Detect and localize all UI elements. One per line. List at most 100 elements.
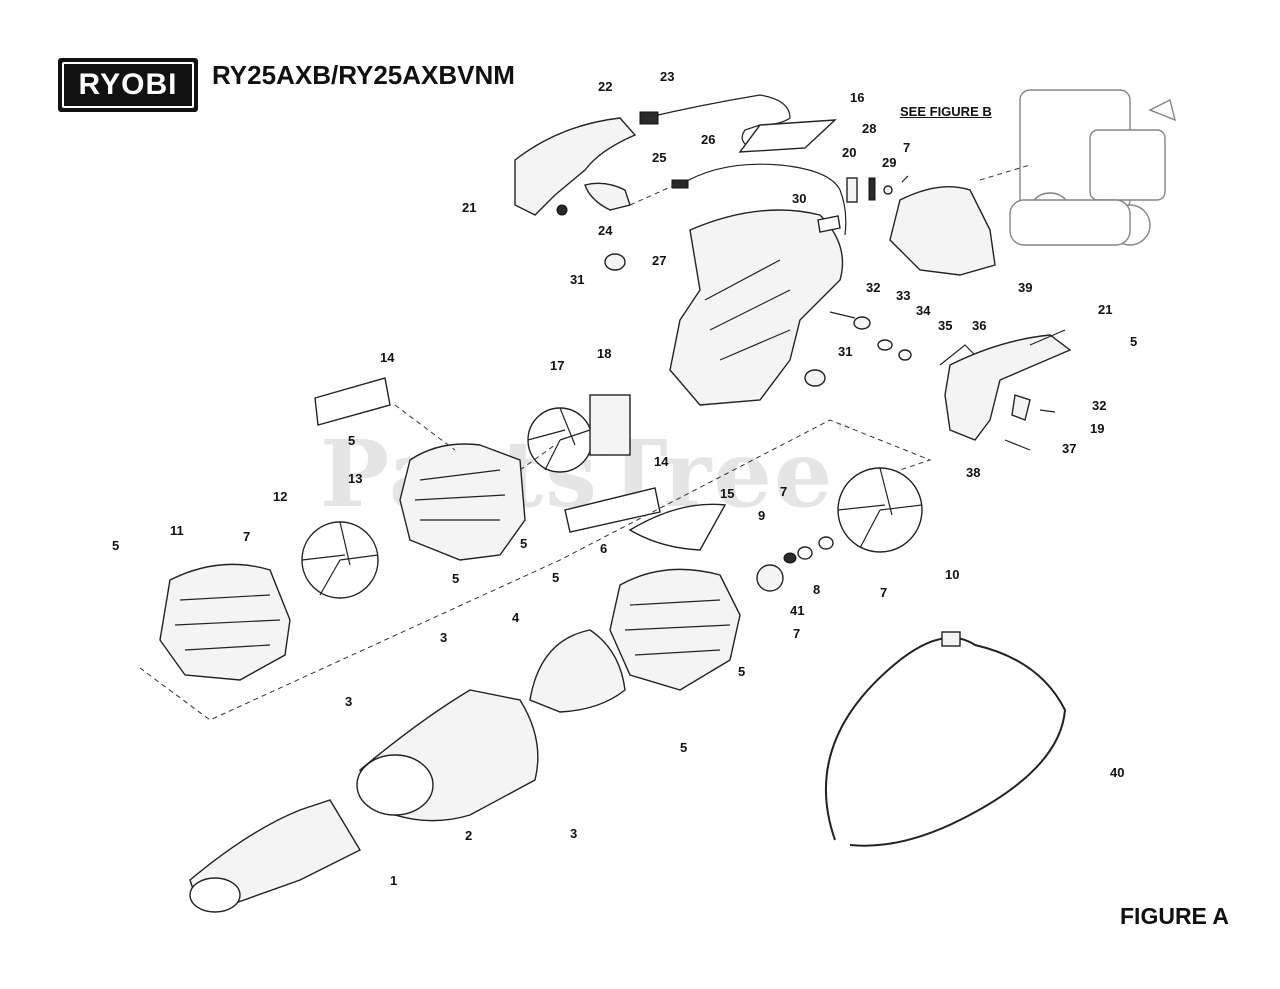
- part-number-label: 32: [1092, 398, 1106, 413]
- part-number-label: 7: [780, 484, 787, 499]
- nozzle-cone-4: [529, 629, 626, 713]
- choke-cable: [679, 163, 847, 236]
- washer-8a: [797, 546, 813, 560]
- part-number-label: 7: [903, 140, 910, 155]
- nut-29: [883, 185, 893, 195]
- part-number-label: 35: [938, 318, 952, 333]
- grommet-31a: [604, 253, 626, 271]
- housing-ribs: [704, 259, 791, 361]
- nut-9: [783, 552, 797, 564]
- part-number-label: 38: [966, 465, 980, 480]
- part-number-label: 34: [916, 303, 931, 318]
- leader-dash-2: [394, 404, 556, 471]
- part-number-label: 7: [793, 626, 800, 641]
- part-number-label: 39: [1018, 280, 1032, 295]
- part-number-label: 5: [552, 570, 559, 585]
- nozzle-opening: [189, 877, 241, 913]
- tube-opening: [356, 754, 434, 816]
- part-number-label: 15: [720, 486, 734, 501]
- part-number-label: 3: [440, 630, 447, 645]
- engine-outline: [1009, 89, 1177, 246]
- spring: [556, 204, 568, 216]
- part-number-label: 6: [600, 541, 607, 556]
- part-number-label: 2: [465, 828, 472, 843]
- throttle-trigger: [584, 182, 631, 211]
- part-number-label: 28: [862, 121, 876, 136]
- lever-37: [1011, 394, 1031, 421]
- spark-plug-28: [868, 177, 876, 201]
- strap-buckle: [941, 631, 961, 647]
- part-number-label: 32: [866, 280, 880, 295]
- part-number-label: 7: [880, 585, 887, 600]
- part-number-label: 33: [896, 288, 910, 303]
- part-number-label: 5: [452, 571, 459, 586]
- oring-35: [898, 349, 912, 361]
- part-number-label: 5: [112, 538, 119, 553]
- label-30: [817, 215, 841, 233]
- stop-switch: [639, 111, 659, 125]
- part-number-label: 24: [598, 223, 613, 238]
- leader-dash: [629, 184, 676, 206]
- part-number-label: 21: [1098, 302, 1112, 317]
- part-number-label: 9: [758, 508, 765, 523]
- part-number-label: 14: [654, 454, 669, 469]
- label-15: [628, 503, 727, 551]
- fan-10: [837, 467, 923, 553]
- handle-half-top: [514, 117, 637, 216]
- label-14b: [564, 487, 661, 533]
- part-number-label: 5: [348, 433, 355, 448]
- shoulder-strap-40: [824, 636, 1067, 847]
- pin-19: [1039, 409, 1056, 413]
- part-number-label: 14: [380, 350, 395, 365]
- part-number-label: 20: [842, 145, 856, 160]
- part-number-label: 3: [570, 826, 577, 841]
- part-number-label: 27: [652, 253, 666, 268]
- part-number-label: 23: [660, 69, 674, 84]
- part-number-label: 1: [390, 873, 397, 888]
- part-number-label: 13: [348, 471, 362, 486]
- part-number-label: 10: [945, 567, 959, 582]
- fan-housing-13: [399, 443, 526, 561]
- bearing-41: [756, 564, 784, 592]
- throttle-cable: [644, 94, 791, 151]
- cable-end: [671, 179, 689, 189]
- impeller-17: [527, 394, 631, 473]
- handle-grip-line: [1029, 329, 1066, 346]
- screw-32: [829, 311, 856, 319]
- grommet-31b: [804, 369, 826, 387]
- figure-label: FIGURE A: [1120, 903, 1230, 929]
- part-number-label: 37: [1062, 441, 1076, 456]
- brand-text: RYOBI: [78, 68, 178, 101]
- housing-6-fins: [624, 599, 731, 656]
- part-number-label: 11: [170, 523, 184, 538]
- part-number-label: 19: [1090, 421, 1104, 436]
- part-number-label: 5: [680, 740, 687, 755]
- see-figure-b-link: SEE FIGURE B: [900, 104, 992, 119]
- part-number-label: 26: [701, 132, 715, 147]
- wire-36: [939, 344, 976, 366]
- fan-12: [301, 521, 379, 599]
- part-number-label: 41: [790, 603, 804, 618]
- part-number-label: 29: [882, 155, 896, 170]
- label-14a: [314, 377, 391, 426]
- part-number-label: 7: [243, 529, 250, 544]
- washer-8b: [818, 536, 834, 550]
- part-number-label: 40: [1110, 765, 1124, 780]
- part-number-label: 36: [972, 318, 986, 333]
- washer-34: [877, 339, 893, 351]
- bracket-20: [846, 177, 858, 203]
- screw-7-top: [901, 175, 909, 183]
- nut-33: [853, 316, 871, 330]
- part-number-label: 17: [550, 358, 564, 373]
- fan-housing-6: [609, 568, 741, 691]
- part-number-label: 16: [850, 90, 864, 105]
- part-number-label: 22: [598, 79, 612, 94]
- part-number-label: 5: [520, 536, 527, 551]
- part-number-label: 21: [462, 200, 476, 215]
- part-number-label: 18: [597, 346, 611, 361]
- group-outline: [139, 419, 932, 721]
- housing-11-fins: [174, 594, 281, 651]
